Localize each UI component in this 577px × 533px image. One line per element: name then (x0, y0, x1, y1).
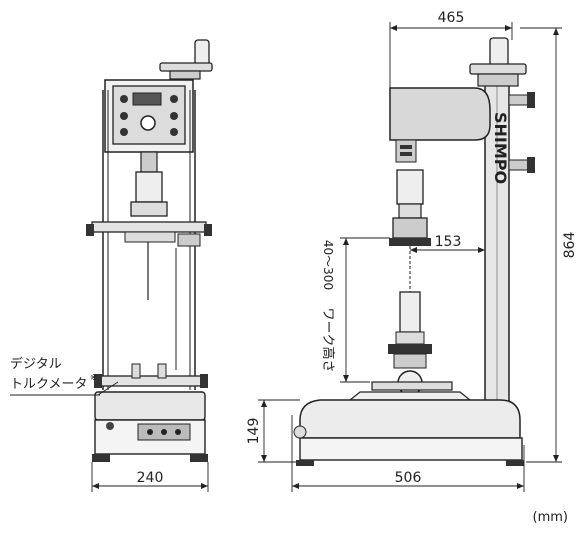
dim-work-height: 40～300 (321, 240, 335, 290)
dimension-lines (10, 22, 562, 492)
dimension-arrows (92, 25, 559, 489)
frame-front (86, 90, 212, 390)
head-side: SHIMPO (389, 87, 510, 184)
meter-label-line1: デジタル (10, 356, 62, 372)
dim-side-total-depth: 506 (395, 470, 422, 486)
dim-total-height: 864 (562, 232, 577, 259)
base-front (92, 391, 208, 462)
meter-label-line2: トルクメータ (10, 377, 87, 392)
spindle-front (130, 151, 168, 217)
brand-logo: SHIMPO (491, 112, 510, 184)
column-side (469, 37, 535, 431)
upper-spindle-side (389, 169, 431, 292)
side-view: SHIMPO (293, 37, 535, 466)
control-head-front (104, 79, 194, 153)
dim-side-depth: 465 (438, 10, 465, 26)
dim-front-width: 240 (137, 470, 164, 486)
lower-holder-side (348, 291, 472, 401)
unit-label: (mm) (533, 510, 568, 525)
meter-note-mark: ※ (90, 373, 97, 382)
front-view (86, 39, 213, 462)
handwheel-front (159, 39, 213, 80)
dim-base-height: 149 (246, 418, 262, 445)
dim-throat: 153 (435, 234, 462, 250)
work-height-caption: ワーク高さ (320, 307, 336, 372)
base-side (293, 399, 524, 466)
